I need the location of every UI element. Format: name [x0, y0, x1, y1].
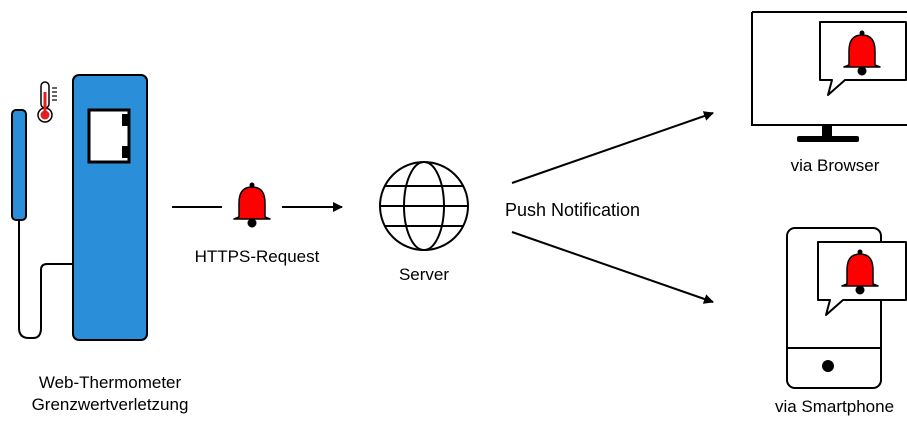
- probe-cable: [18, 220, 105, 339]
- monitor-icon: [751, 11, 907, 142]
- thermometer-icon: [37, 81, 57, 123]
- push-arrow-smartphone: [511, 231, 714, 304]
- push-arrow-browser: [511, 111, 714, 184]
- thermometer-label-line1: Web-Thermometer: [38, 373, 182, 392]
- smartphone-label: via Smartphone: [774, 397, 895, 416]
- bell-icon: [843, 30, 881, 76]
- server-label: Server: [398, 265, 450, 284]
- web-thermometer: [11, 74, 148, 341]
- thermometer-label-line2: Grenzwertverletzung: [31, 395, 189, 414]
- temperature-probe: [11, 109, 27, 221]
- request-label: HTTPS-Request: [194, 247, 320, 266]
- browser-label: via Browser: [790, 156, 880, 175]
- bell-icon: [233, 182, 271, 228]
- globe-icon: [379, 161, 469, 251]
- push-notification-label: Push Notification: [505, 200, 641, 220]
- bell-icon: [841, 249, 879, 295]
